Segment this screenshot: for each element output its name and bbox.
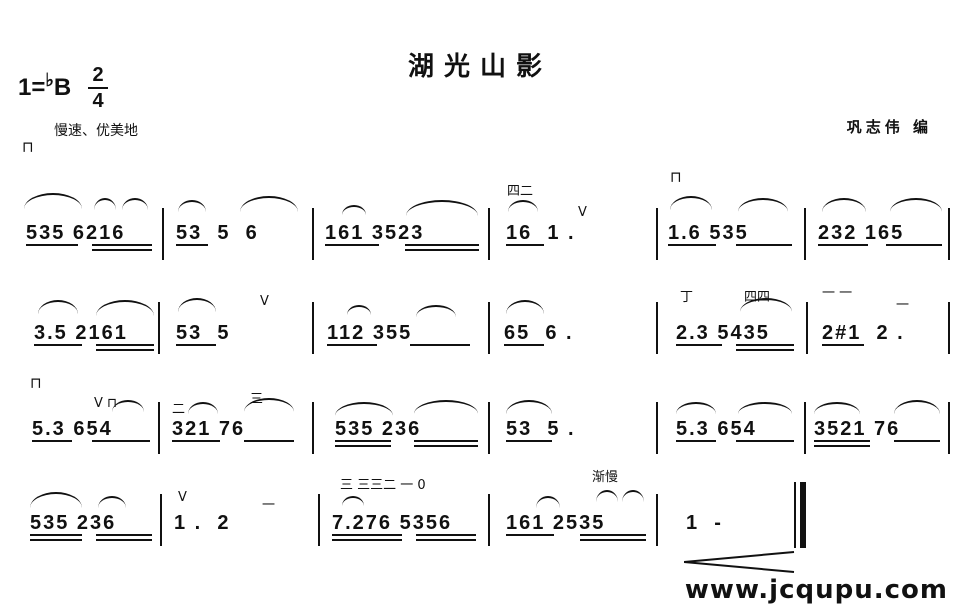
measure: 232 165 xyxy=(818,222,905,244)
down-bow-mark: ⊓ xyxy=(670,168,682,186)
down-bow-mark: ⊓ xyxy=(22,138,34,156)
finger-mark: 一 xyxy=(896,298,910,313)
measure: 5.3 654 xyxy=(676,418,757,440)
time-signature: 2 4 xyxy=(88,64,108,112)
measure: 3521 76 xyxy=(814,418,901,440)
measure: 2#1 2 . xyxy=(822,322,905,344)
page-title: 湖光山影 xyxy=(407,52,552,82)
finger-mark: 二 xyxy=(172,402,186,417)
key-signature: 1=♭B xyxy=(18,70,72,101)
measure: 535 236 xyxy=(335,418,422,440)
up-bow-mark: V xyxy=(178,490,187,505)
measure: 53 5 xyxy=(176,322,231,344)
tempo-change: 渐慢 xyxy=(592,470,619,485)
down-bow-mark: ⊓ xyxy=(30,374,42,392)
measure: 161 3523 xyxy=(325,222,425,244)
measure: 1 - xyxy=(686,512,723,534)
measure: 65 6 . xyxy=(504,322,574,344)
measure: 53 5 6 xyxy=(176,222,259,244)
measure: 321 76 xyxy=(172,418,246,440)
measure: 535 6216 xyxy=(26,222,126,244)
meter-bottom: 4 xyxy=(92,90,104,112)
measure: 7.276 5356 xyxy=(332,512,453,534)
finger-mark: 一 一 xyxy=(822,286,853,301)
arranger: 巩志伟 编 xyxy=(846,118,932,136)
measure: 1 . 2 xyxy=(174,512,231,534)
finger-mark: 三 三三二 一 0 xyxy=(340,478,426,493)
decrescendo-hairpin xyxy=(684,551,795,573)
tempo-marking: 慢速、优美地 xyxy=(54,123,138,139)
measure: 535 236 xyxy=(30,512,117,534)
finger-mark: 丁 xyxy=(680,290,694,305)
site-watermark: www.jcqupu.com xyxy=(684,575,948,605)
measure: 161 2535 xyxy=(506,512,606,534)
measure: 112 355 xyxy=(327,322,413,344)
measure: 53 5 . xyxy=(506,418,576,440)
meter-top: 2 xyxy=(92,64,104,86)
measure: 2.3 5435 xyxy=(676,322,770,344)
measure: 3.5 2161 xyxy=(34,322,128,344)
finger-mark: 一 xyxy=(262,498,276,513)
bow-marks: V ⊓ xyxy=(94,396,118,411)
up-bow-mark: V xyxy=(260,294,269,309)
up-bow-mark: V xyxy=(578,205,587,220)
measure: 5.3 654 xyxy=(32,418,113,440)
finger-mark: 四二 xyxy=(507,184,534,199)
measure: 1.6 535 xyxy=(668,222,749,244)
measure: 16 1 . xyxy=(506,222,576,244)
